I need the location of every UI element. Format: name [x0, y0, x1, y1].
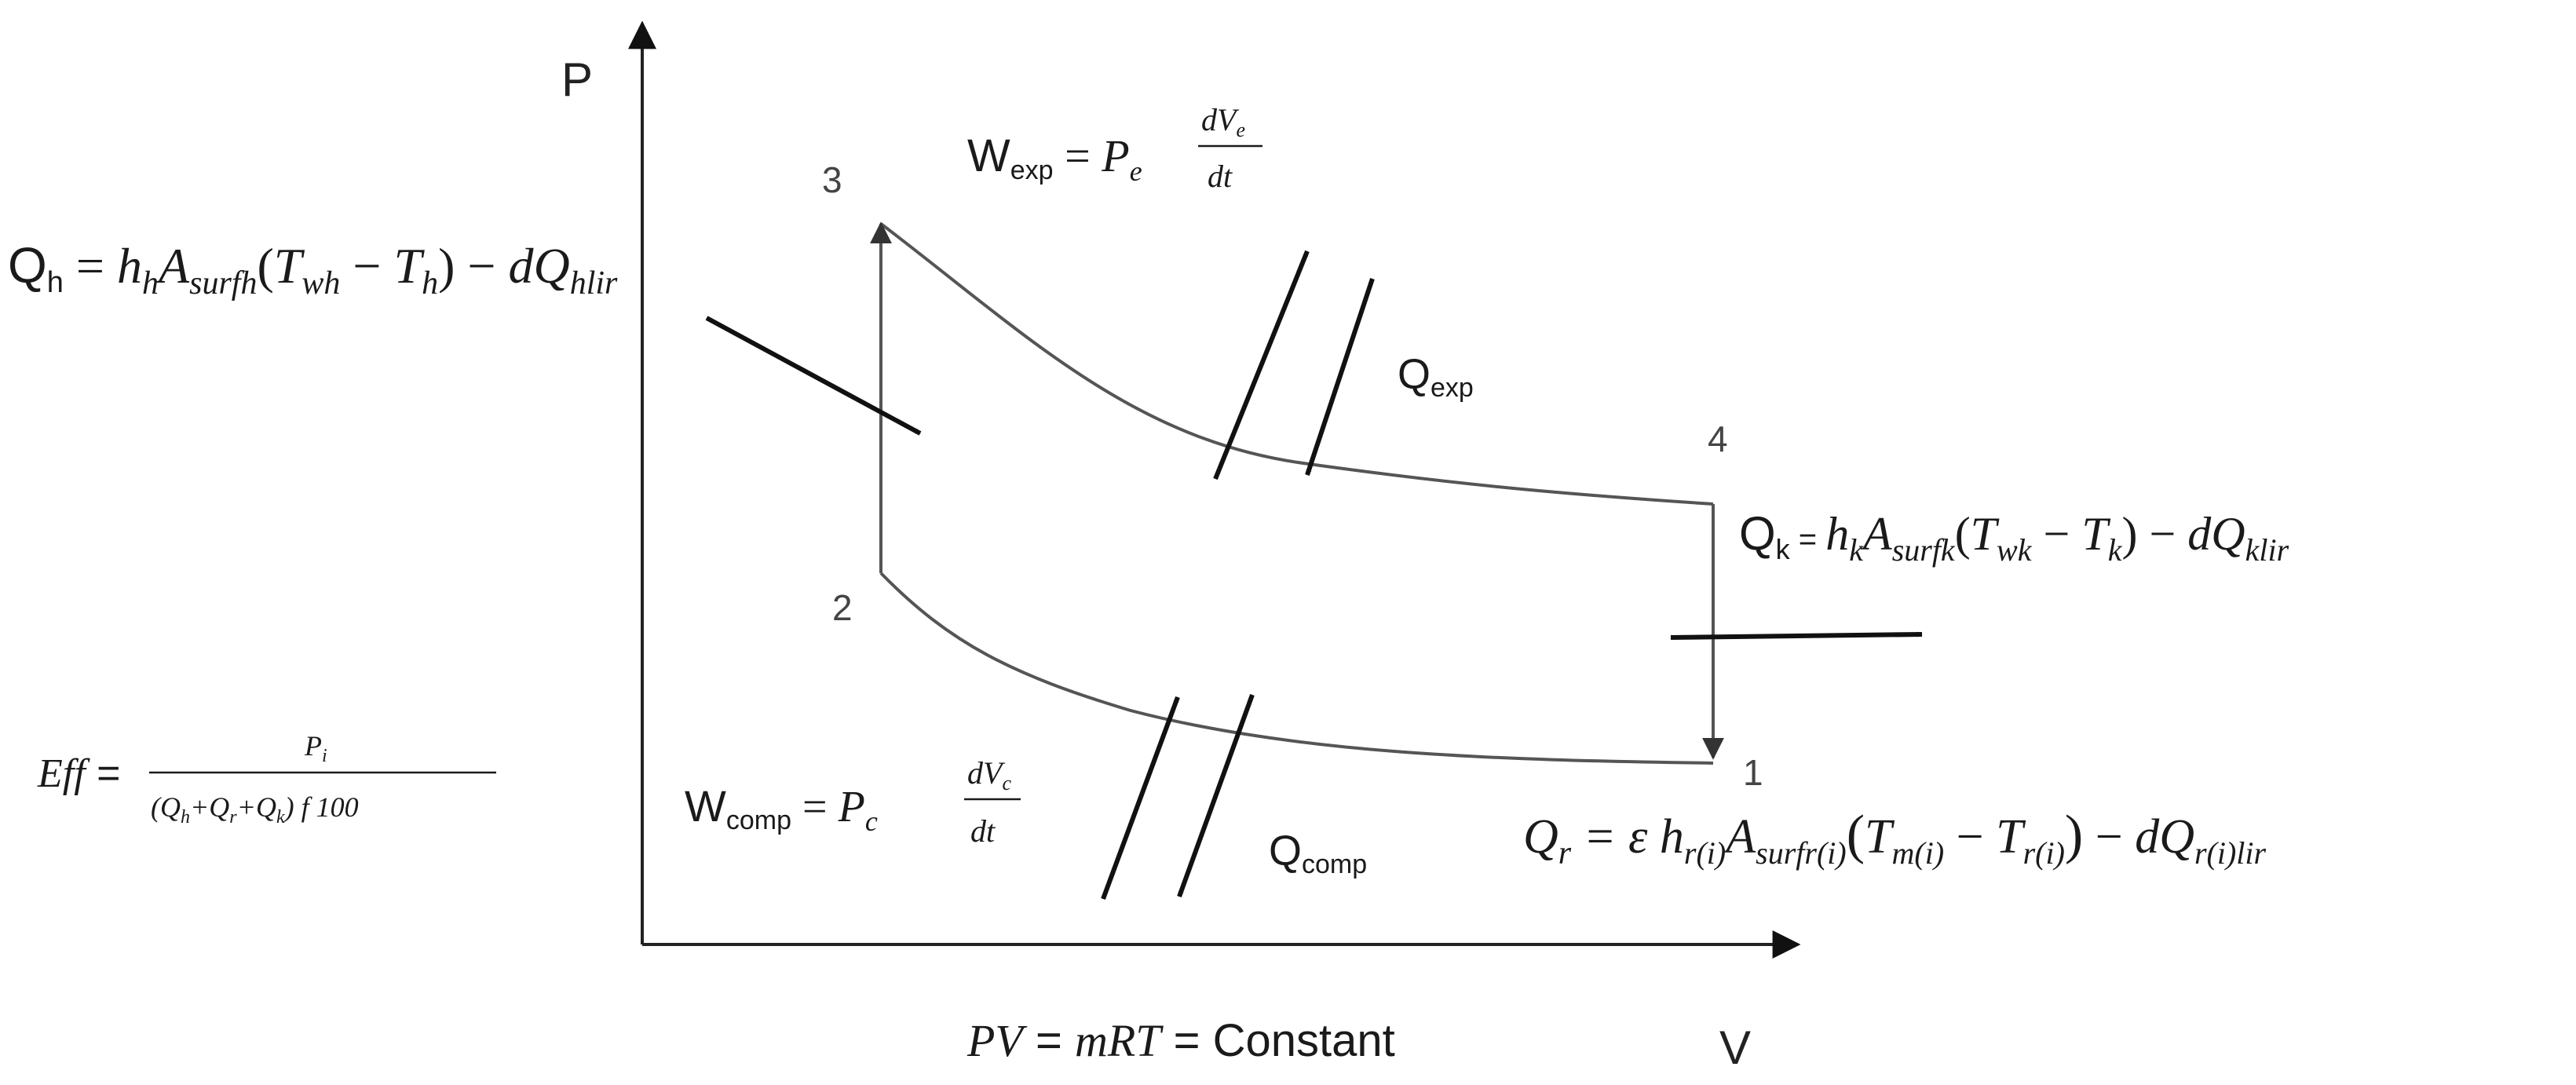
p-axis-label: P: [561, 53, 593, 106]
compression-work-fraction-denominator: dt: [970, 813, 996, 849]
efficiency-numerator: Pi: [304, 730, 327, 766]
compression-work-fraction-numerator: dVc: [967, 755, 1011, 795]
point-3: 3: [822, 159, 842, 200]
compression-work-arrow: [1101, 696, 1180, 901]
expansion-work-arrow: [1213, 250, 1310, 480]
compression-curve: [879, 572, 1714, 765]
heat-in-arrow: [705, 316, 922, 436]
regenerator-heat-equation: Qr = ε hr(i)Asurfr(i)(Tm(i) − Tr(i)) − d…: [1523, 805, 2267, 871]
heat-input-equation: Qh = hhAsurfh(Twh − Th) − dQhlir: [8, 237, 618, 301]
efficiency-equation-lhs: Eff =: [37, 751, 121, 796]
v-axis-label: V: [1719, 1021, 1751, 1074]
expansion-work-fraction-numerator: dVe: [1201, 102, 1245, 141]
expansion-work-fraction-denominator: dt: [1208, 159, 1233, 194]
expansion-work-equation: Wexp = Pe: [967, 130, 1142, 187]
efficiency-denominator: (Qh+Qr+Qk) f 100: [151, 791, 359, 827]
heat-rejection-equation: Qk = hkAsurfk(Twk − Tk) − dQklir: [1739, 507, 2289, 568]
ideal-gas-relation: PV = mRT = Constant: [966, 1015, 1395, 1066]
expansion-heat-arrow: [1305, 278, 1375, 476]
compression-work-equation: Wcomp = Pc: [685, 781, 878, 837]
point-1: 1: [1743, 752, 1763, 793]
point-4: 4: [1708, 418, 1728, 459]
expansion-heat-label: Qexp: [1398, 351, 1474, 403]
heat-out-arrow: [1670, 631, 1923, 640]
point-2: 2: [832, 587, 853, 628]
expansion-curve: [879, 222, 1714, 506]
compression-heat-arrow: [1177, 693, 1255, 898]
compression-heat-label: Qcomp: [1269, 827, 1367, 879]
